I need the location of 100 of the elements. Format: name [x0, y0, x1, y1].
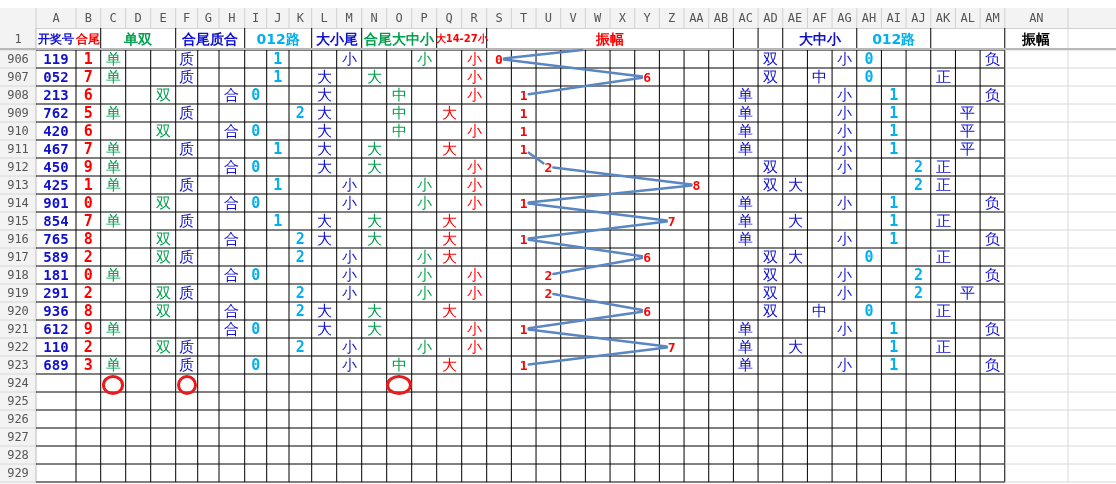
parity-mark: 单	[737, 338, 755, 356]
amplitude-value: 2	[543, 286, 554, 300]
size-mark: 大	[315, 86, 333, 104]
size-mark: 大	[315, 320, 333, 338]
trend-line	[527, 202, 668, 222]
parity-mark: 单	[737, 86, 755, 104]
trend-mark: 负	[983, 230, 1001, 248]
column-letter: AD	[762, 10, 779, 27]
trend-line	[552, 256, 644, 276]
column-header: 振幅	[595, 29, 626, 49]
row-number: 923	[6, 357, 30, 374]
parity-mark: 双	[154, 194, 172, 212]
sum-size-mark: 大	[440, 104, 458, 122]
trend-line	[527, 184, 693, 204]
route-digit: 0	[250, 86, 262, 104]
prime-composite-mark: 质	[178, 50, 196, 68]
draw-number: 936	[42, 302, 70, 320]
size-mark: 小	[340, 194, 358, 212]
amplitude-value: 6	[642, 250, 653, 264]
sum-size-mark: 小	[465, 50, 483, 68]
column-letter: M	[344, 10, 354, 27]
draw-number: 689	[42, 356, 70, 374]
route-digit: 1	[888, 320, 900, 338]
parity-mark: 单	[737, 356, 755, 374]
draw-number: 119	[42, 50, 70, 68]
column-letter: AG	[836, 10, 853, 27]
column-letter: AA	[688, 10, 705, 27]
size-mark: 小	[835, 50, 853, 68]
trend-mark: 负	[983, 356, 1001, 374]
column-header: 开奖号	[37, 30, 75, 48]
amplitude-value: 1	[518, 358, 529, 372]
sum-size-mark: 大	[440, 212, 458, 230]
parity-mark: 单	[104, 212, 122, 230]
trend-mark: 平	[959, 284, 977, 302]
parity-mark: 双	[154, 338, 172, 356]
column-header: 合尾	[76, 30, 101, 48]
column-letter: A	[51, 10, 61, 27]
trend-line	[527, 220, 668, 240]
prime-composite-mark: 质	[178, 140, 196, 158]
column-letter: O	[394, 10, 404, 27]
size-mark: 小	[835, 194, 853, 212]
route-digit: 0	[250, 356, 262, 374]
tail-digit: 2	[82, 338, 94, 356]
route-digit: 1	[272, 176, 284, 194]
row-number: 925	[6, 393, 30, 410]
trend-mark: 正	[934, 158, 952, 176]
sum-size-mark: 小	[465, 284, 483, 302]
tail-size-mark: 大	[365, 230, 383, 248]
sum-size-mark: 小	[465, 266, 483, 284]
prime-composite-mark: 合	[223, 320, 241, 338]
prime-composite-mark: 合	[223, 158, 241, 176]
tail-size-mark: 大	[365, 140, 383, 158]
trend-mark: 正	[934, 248, 952, 266]
size-mark: 小	[340, 356, 358, 374]
draw-number: 765	[42, 230, 70, 248]
route-digit: 1	[272, 50, 284, 68]
route-digit: 0	[250, 122, 262, 140]
tail-digit: 9	[82, 158, 94, 176]
tail-size-mark: 大	[365, 212, 383, 230]
tail-digit: 8	[82, 302, 94, 320]
row-number: 906	[6, 51, 30, 68]
tail-digit: 2	[82, 284, 94, 302]
column-letter: Z	[667, 10, 677, 27]
row-number: 922	[6, 339, 30, 356]
amplitude-value: 1	[518, 88, 529, 102]
tail-digit: 8	[82, 230, 94, 248]
tail-size-mark: 大	[365, 158, 383, 176]
tail-size-mark: 小	[415, 194, 433, 212]
draw-number: 467	[42, 140, 70, 158]
row-number: 916	[6, 231, 30, 248]
column-header: 振幅	[1021, 29, 1052, 49]
parity-mark: 双	[154, 86, 172, 104]
row-number: 926	[6, 411, 30, 428]
draw-number: 901	[42, 194, 70, 212]
parity-mark: 单	[737, 230, 755, 248]
row-number: 919	[6, 285, 30, 302]
draw-number: 854	[42, 212, 70, 230]
tail-digit: 7	[82, 68, 94, 86]
trend-mark: 负	[983, 50, 1001, 68]
parity-mark: 单	[737, 140, 755, 158]
parity-mark: 双	[761, 302, 779, 320]
column-header: 012路	[871, 29, 917, 49]
prime-composite-mark: 质	[178, 248, 196, 266]
parity-mark: 单	[104, 320, 122, 338]
route-digit: 1	[272, 68, 284, 86]
route-digit: 1	[888, 194, 900, 212]
size-mark: 大	[315, 212, 333, 230]
size-mark: 大	[315, 122, 333, 140]
trend-mark: 平	[959, 104, 977, 122]
tail-size-mark: 小	[415, 284, 433, 302]
trend-line	[527, 310, 644, 330]
size-mark: 小	[340, 176, 358, 194]
parity-mark: 双	[761, 158, 779, 176]
sum-size-mark: 小	[465, 122, 483, 140]
sum-size-mark: 小	[465, 338, 483, 356]
size-mark: 大	[786, 338, 804, 356]
route-digit: 1	[888, 212, 900, 230]
route-digit: 2	[294, 230, 306, 248]
trend-line	[552, 166, 693, 186]
size-mark: 小	[340, 50, 358, 68]
